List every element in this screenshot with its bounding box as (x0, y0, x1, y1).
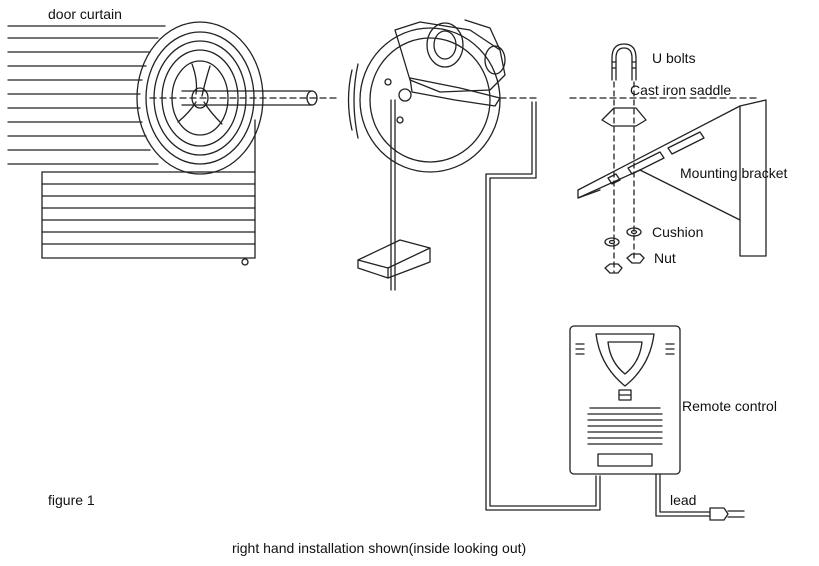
cast-iron-saddle-label: Cast iron saddle (630, 82, 732, 98)
remote-control-label: Remote control (682, 398, 777, 414)
mounting-bracket-label: Mounting bracket (680, 165, 788, 181)
lead-label: lead (670, 492, 697, 508)
cushion-label: Cushion (652, 224, 704, 240)
door-curtain-label: door curtain (48, 6, 122, 22)
u-bolts-label: U bolts (652, 50, 696, 66)
motor-unit-drawing (347, 19, 539, 291)
nut-label: Nut (654, 250, 676, 266)
remote-control-drawing (569, 325, 745, 521)
figure-label: figure 1 (48, 492, 95, 508)
door-curtain-drawing (7, 21, 341, 266)
cable-drawing (485, 101, 601, 511)
caption-label: right hand installation shown(inside loo… (232, 540, 527, 556)
bracket-assembly-drawing (569, 43, 767, 274)
